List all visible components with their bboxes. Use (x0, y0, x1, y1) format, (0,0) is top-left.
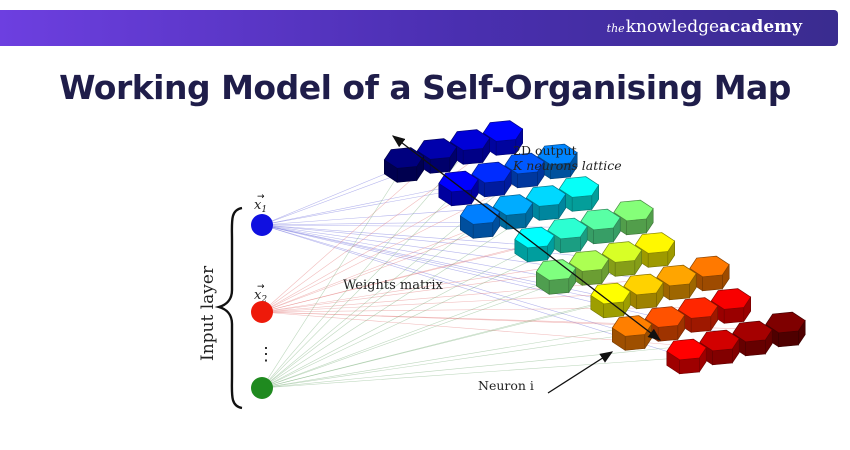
weight-line (261, 224, 557, 279)
neuron-cell (765, 311, 806, 348)
x2-label: x2 (254, 288, 267, 305)
weight-line (261, 165, 405, 226)
weight-line (261, 292, 644, 313)
weight-line (261, 165, 405, 389)
input-node-1 (251, 214, 273, 236)
weight-line (261, 357, 687, 389)
header-banner: theknowledgeacademy (0, 10, 838, 46)
brand-bold: academy (719, 17, 802, 37)
x1-label: x1 (254, 198, 267, 215)
lattice-extent-arrow (391, 135, 662, 341)
neuron-cell (666, 338, 707, 375)
output-label-line1: 2D output (513, 143, 577, 158)
neuron-cell (459, 203, 501, 239)
x2-vector-arrow: → (257, 282, 265, 292)
neuron-label: Neuron i (478, 378, 534, 393)
weights-matrix-label: Weights matrix (343, 278, 444, 293)
neuron-cell (611, 315, 653, 351)
neuron-cell (710, 288, 752, 324)
weight-line (261, 245, 535, 389)
brand-logo[interactable]: theknowledgeacademy (607, 17, 802, 37)
output-label-line2: K neurons lattice (512, 158, 622, 173)
neuron-cell (438, 170, 479, 207)
input-brace (214, 206, 243, 410)
input-layer-label: Input layer (198, 265, 218, 361)
input-node-3 (251, 377, 273, 399)
neuron-cell (383, 147, 425, 183)
page-title: Working Model of a Self-Organising Map (59, 68, 791, 107)
weight-line (261, 221, 481, 389)
neuron-cell (535, 259, 577, 295)
neuron-pointer-arrow (547, 351, 614, 394)
brand-main: knowledge (625, 17, 720, 37)
x1-vector-arrow: → (257, 192, 265, 202)
brand-prefix: the (606, 22, 625, 35)
weight-line (261, 333, 633, 389)
input-node-2 (251, 301, 273, 323)
input-ellipsis: ⋮ (257, 344, 275, 365)
